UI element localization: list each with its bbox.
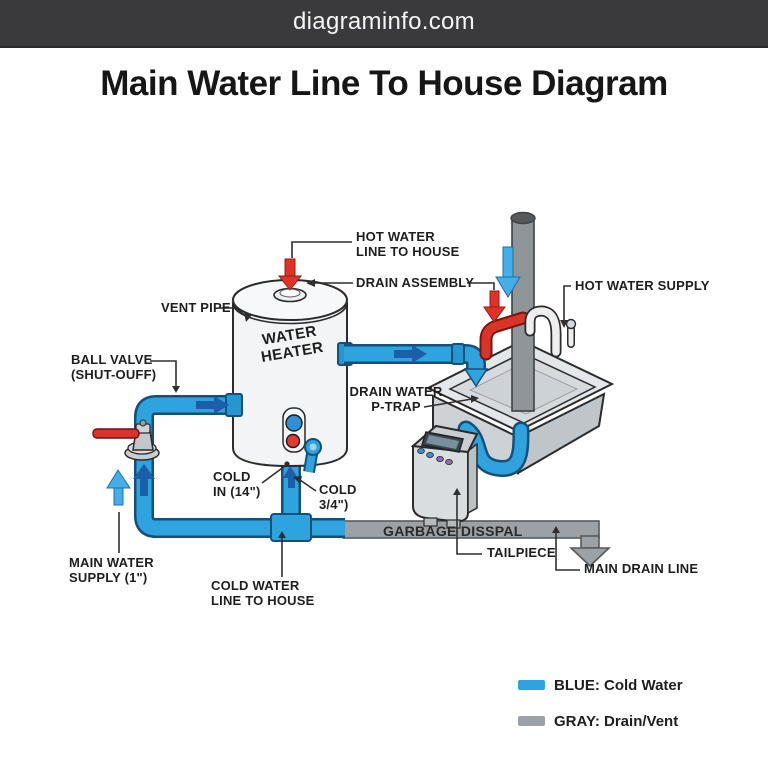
legend-swatch-cold-water bbox=[518, 680, 545, 690]
legend-item-drain-vent: GRAY: Drain/Vent bbox=[518, 712, 683, 730]
label-tailpiece: TAILPIECE bbox=[487, 545, 556, 560]
label-cold-three-quarter: COLD 3/4") bbox=[319, 482, 357, 512]
label-vent-pipe: VENT PIPE bbox=[161, 300, 231, 315]
label-cold-water-line: COLD WATER LINE TO HOUSE bbox=[211, 578, 315, 608]
main-supply-up-arrow bbox=[106, 469, 131, 506]
page-title: Main Water Line To House Diagram bbox=[100, 64, 668, 103]
cold-line-to-sink-pipe bbox=[344, 343, 489, 388]
faucet bbox=[524, 305, 577, 358]
label-garbage-disposal: GARBAGE DISSPAL bbox=[383, 523, 523, 539]
water-into-sink-arrow bbox=[463, 368, 489, 388]
water-heater bbox=[225, 279, 353, 473]
legend-label-drain-vent: GRAY: Drain/Vent bbox=[554, 712, 679, 730]
label-ball-valve: BALL VALVE (SHUT-OUFF) bbox=[71, 352, 157, 382]
in-pipe-flow-arrows bbox=[133, 345, 427, 496]
label-cold-in: COLD IN (14") bbox=[213, 469, 261, 499]
ball-valve bbox=[92, 419, 160, 461]
p-trap-pipe bbox=[457, 420, 530, 477]
label-main-water-supply: MAIN WATER SUPPLY (1") bbox=[69, 555, 154, 585]
callout-arrowheads bbox=[172, 279, 568, 538]
legend-item-cold-water: BLUE: Cold Water bbox=[518, 676, 683, 694]
hot-water-down-arrow-heater bbox=[277, 258, 303, 291]
legend: BLUE: Cold Water GRAY: Drain/Vent bbox=[518, 676, 683, 748]
site-header-bar: diagraminfo.com bbox=[0, 0, 768, 48]
ball-valve-handle bbox=[92, 428, 140, 439]
hot-water-down-arrow-sink bbox=[483, 290, 506, 323]
callout-lines bbox=[118, 241, 580, 577]
label-hot-water-line: HOT WATER LINE TO HOUSE bbox=[356, 229, 460, 259]
legend-label-cold-water: BLUE: Cold Water bbox=[554, 676, 683, 694]
flow-arrows bbox=[106, 246, 521, 506]
cold-water-down-arrow-vent bbox=[495, 246, 521, 298]
label-drain-assembly: DRAIN ASSEMBLY bbox=[356, 275, 475, 290]
garbage-disposal-unit bbox=[410, 424, 479, 529]
site-name: diagraminfo.com bbox=[293, 8, 475, 35]
label-hot-water-supply: HOT WATER SUPPLY bbox=[575, 278, 710, 293]
hot-supply-pipe bbox=[479, 311, 530, 361]
legend-swatch-drain-vent bbox=[518, 716, 545, 726]
label-drain-water-p-trap: DRAIN WATER P-TRAP bbox=[349, 384, 443, 414]
label-main-drain-line: MAIN DRAIN LINE bbox=[584, 561, 699, 576]
